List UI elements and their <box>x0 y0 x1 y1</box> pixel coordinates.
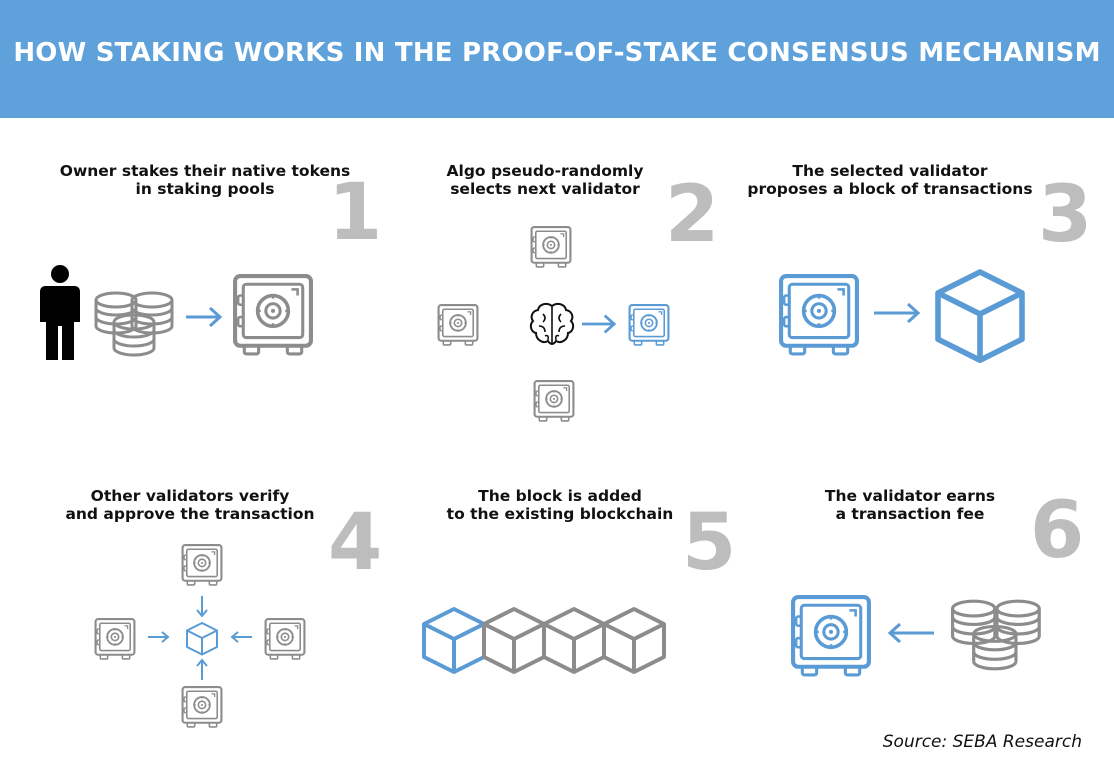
step-6-text: The validator earns a transaction fee <box>824 487 996 523</box>
brain-icon <box>529 302 575 346</box>
step-6-number: 6 <box>1030 486 1085 576</box>
step-5-number: 5 <box>682 498 737 588</box>
step-4-number: 4 <box>328 498 383 588</box>
arrow-icon <box>230 631 252 643</box>
arrow-icon <box>580 314 616 334</box>
arrow-icon <box>196 596 208 618</box>
safe-icon <box>181 685 223 729</box>
safe-icon <box>232 270 314 360</box>
source-caption: Source: SEBA Research <box>882 732 1082 752</box>
safe-icon <box>778 270 860 360</box>
safe-icon <box>264 617 306 661</box>
safe-icon <box>530 226 572 269</box>
step-3-number: 3 <box>1038 170 1093 260</box>
safe-icon <box>628 303 670 347</box>
blockchain-icon <box>422 607 666 674</box>
step-4-text: Other validators verify and approve the … <box>65 487 315 523</box>
step-1-text: Owner stakes their native tokens in stak… <box>59 162 351 198</box>
safe-icon <box>437 303 479 347</box>
safe-icon <box>790 591 872 681</box>
arrow-icon <box>148 631 170 643</box>
arrow-icon <box>196 658 208 680</box>
page-title: HOW STAKING WORKS IN THE PROOF-OF-STAKE … <box>13 38 1101 68</box>
arrow-icon <box>184 306 222 328</box>
step-3-text: The selected validator proposes a block … <box>747 162 1033 198</box>
arrow-icon <box>874 302 921 324</box>
step-2-number: 2 <box>665 170 720 260</box>
person-icon <box>40 265 80 360</box>
coins-icon <box>950 599 1041 671</box>
safe-icon <box>533 379 575 423</box>
step-5-text: The block is added to the existing block… <box>446 487 674 523</box>
safe-icon <box>181 543 223 587</box>
step-1-number: 1 <box>328 168 383 258</box>
cube-icon <box>186 622 218 656</box>
safe-icon <box>94 617 136 661</box>
step-2-text: Algo pseudo-randomly selects next valida… <box>446 162 644 198</box>
arrow-icon <box>887 622 934 644</box>
title-banner: HOW STAKING WORKS IN THE PROOF-OF-STAKE … <box>0 0 1114 118</box>
coins-icon <box>94 291 174 357</box>
cube-icon <box>934 270 1026 360</box>
